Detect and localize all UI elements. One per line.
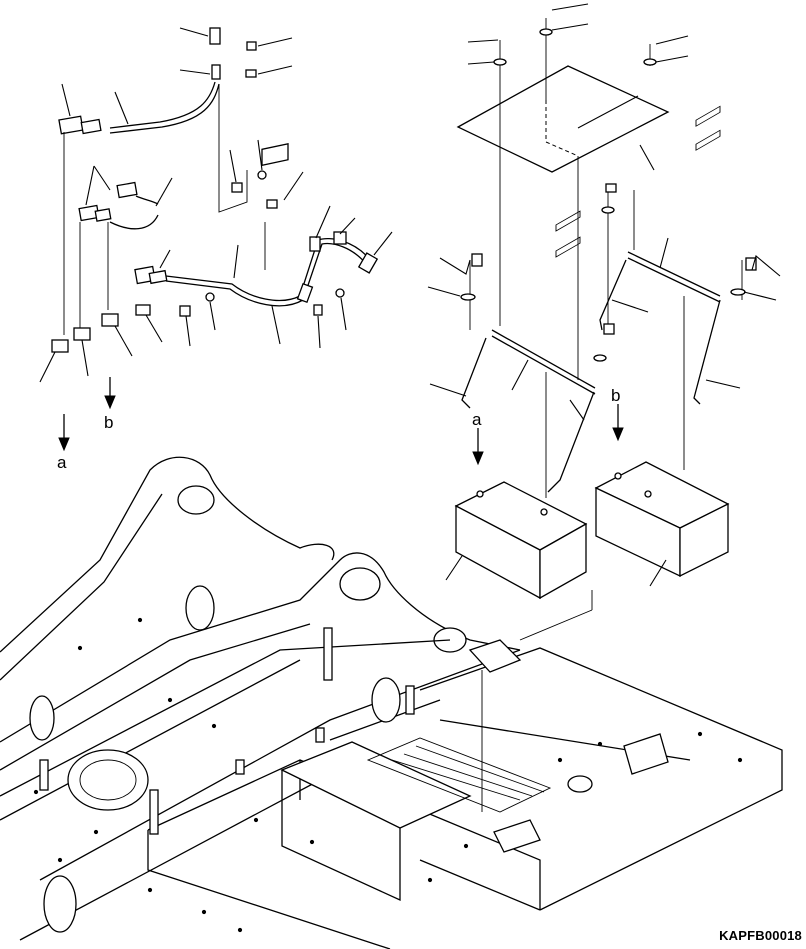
middle-connectors — [78, 165, 173, 330]
machine-revolving-frame — [0, 456, 783, 949]
upper-cable — [58, 81, 220, 335]
clamps-and-bolts — [39, 288, 347, 383]
battery-right — [594, 105, 730, 587]
battery-callout-arrows — [472, 404, 624, 812]
harness-top-fittings — [179, 27, 293, 80]
callout-letter-a-left: a — [57, 453, 67, 472]
battery-hold-down-frames — [427, 183, 781, 498]
callout-letter-b-right: b — [611, 386, 620, 405]
harness-callout-arrows — [58, 377, 116, 452]
callout-letter-a-right: a — [472, 410, 482, 429]
battery-left — [445, 210, 588, 600]
cover-bolts — [467, 3, 689, 380]
battery-cover-plate — [456, 65, 670, 173]
lower-cable — [134, 205, 393, 345]
cable-bracket — [218, 84, 304, 270]
figure-code-label: KAPFB00018 — [719, 928, 802, 943]
callout-letter-b-left: b — [104, 413, 113, 432]
wiring-harness-assembly — [39, 27, 393, 452]
